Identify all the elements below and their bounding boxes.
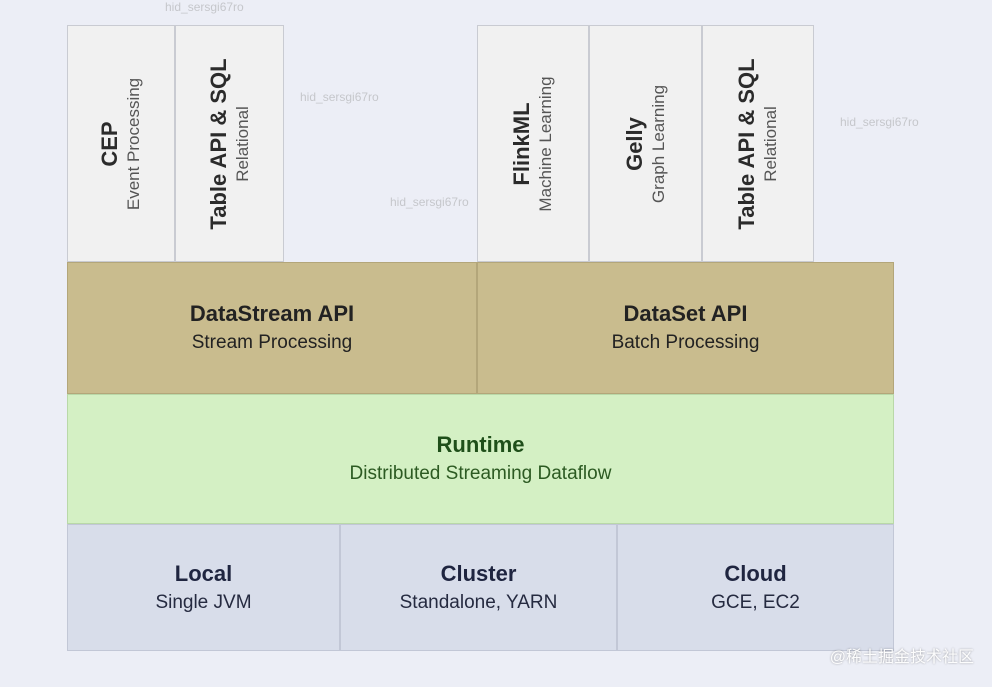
deploy-subtitle: Standalone, YARN <box>399 591 558 613</box>
library-subtitle: Event Processing <box>124 77 143 210</box>
api-subtitle: Batch Processing <box>611 332 760 353</box>
deploy-cluster-block: Cluster Standalone, YARN <box>340 524 617 651</box>
library-title: Table API & SQL <box>205 57 231 230</box>
api-subtitle: Stream Processing <box>191 332 353 353</box>
runtime-subtitle: Distributed Streaming Dataflow <box>349 463 612 484</box>
library-subtitle: Machine Learning <box>536 75 555 212</box>
library-title: FlinkML <box>509 101 534 186</box>
deploy-subtitle: GCE, EC2 <box>711 591 800 613</box>
deploy-local-block: Local Single JVM <box>67 524 340 651</box>
deploy-cloud-block: Cloud GCE, EC2 <box>617 524 894 651</box>
library-subtitle: Relational <box>232 105 252 182</box>
deploy-title: Cloud <box>724 560 787 586</box>
deploy-title: Local <box>174 560 233 586</box>
library-subtitle: Graph Learning <box>648 84 668 203</box>
api-title: DataStream API <box>189 301 355 326</box>
dataset-api-block: DataSet API Batch Processing <box>477 262 894 394</box>
api-title: DataSet API <box>623 301 748 326</box>
library-cep: CEP Event Processing <box>67 25 175 262</box>
deploy-title: Cluster <box>440 560 517 586</box>
watermark: hid_sersgi67ro <box>165 0 244 14</box>
deploy-subtitle: Single JVM <box>155 591 252 613</box>
runtime-block: Runtime Distributed Streaming Dataflow <box>67 394 894 524</box>
datastream-api-block: DataStream API Stream Processing <box>67 262 477 394</box>
library-title: Table API & SQL <box>734 57 759 230</box>
watermark: hid_sersgi67ro <box>390 195 469 209</box>
watermark: hid_sersgi67ro <box>840 115 919 129</box>
credit-watermark: @稀土掘金技术社区 <box>829 649 974 666</box>
library-table-api-streaming: Table API & SQL Relational <box>175 25 284 262</box>
library-table-api-batch: Table API & SQL Relational <box>702 25 814 262</box>
library-title: Gelly <box>621 116 647 171</box>
library-subtitle: Relational <box>761 105 780 182</box>
runtime-title: Runtime <box>436 432 525 457</box>
library-title: CEP <box>97 120 122 167</box>
library-gelly: Gelly Graph Learning <box>589 25 702 262</box>
watermark: hid_sersgi67ro <box>300 90 379 104</box>
library-flinkml: FlinkML Machine Learning <box>477 25 589 262</box>
